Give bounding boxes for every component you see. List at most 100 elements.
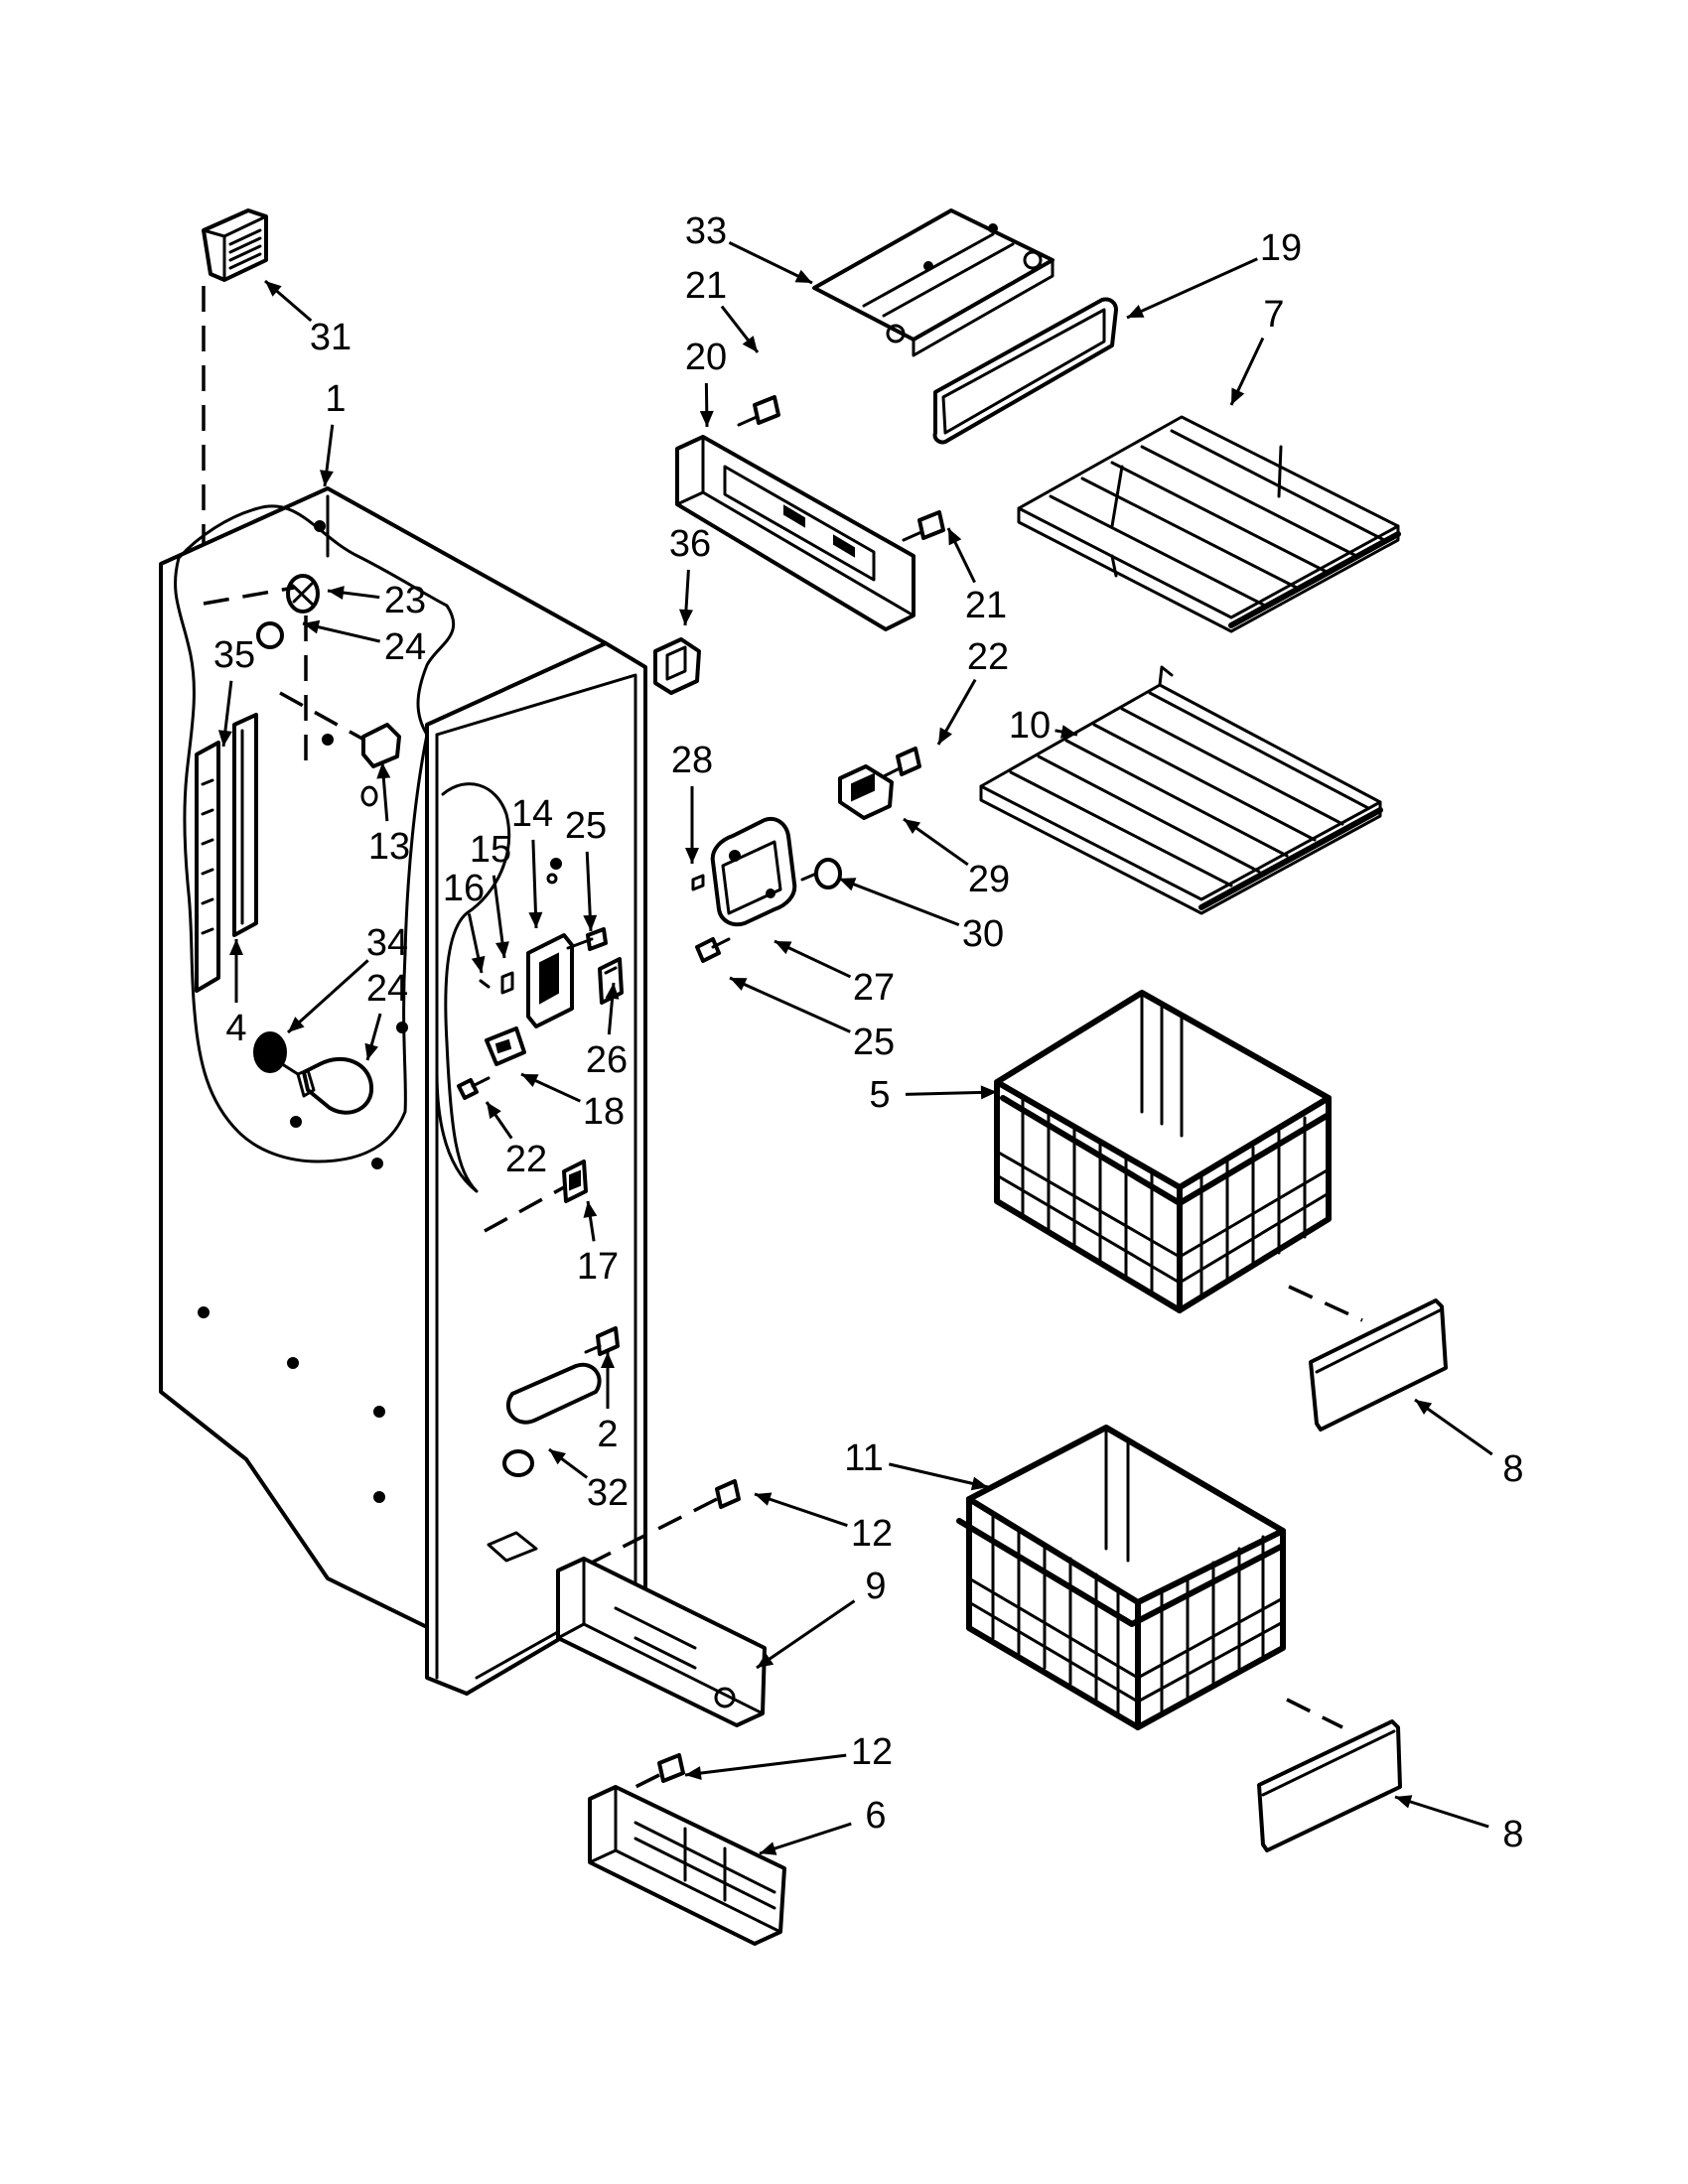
- arrowhead-c11: [970, 1476, 988, 1491]
- callout-label-c18: 18: [583, 1091, 625, 1133]
- arrowhead-c7: [1231, 387, 1245, 405]
- arrowhead-c31: [265, 281, 282, 297]
- part-12-screw-lower: [657, 1753, 685, 1783]
- part-27-cover-plate: [710, 817, 797, 927]
- leader-line-c19: [1126, 257, 1258, 320]
- part-18-bracket: [485, 1026, 526, 1066]
- callout-c28: 28: [671, 740, 713, 864]
- part-22-screw-left: [457, 1076, 491, 1100]
- arrowhead-c2: [601, 1352, 615, 1368]
- arrowhead-c22b: [487, 1102, 501, 1120]
- arrowhead-c17: [583, 1201, 598, 1218]
- callout-c34: 34: [286, 922, 408, 1034]
- callout-label-c27: 27: [853, 967, 895, 1009]
- callout-label-c28: 28: [671, 740, 713, 781]
- part-21-screw-upper: [737, 395, 780, 427]
- callout-label-c12b: 12: [851, 1731, 893, 1773]
- arrowhead-c10: [1060, 725, 1077, 739]
- arrowhead-c19: [1127, 305, 1145, 318]
- callout-label-c10: 10: [1009, 705, 1051, 747]
- callout-label-c5: 5: [869, 1074, 890, 1116]
- arrowhead-c13: [376, 762, 391, 779]
- callout-label-c7: 7: [1263, 294, 1284, 336]
- arrowhead-c24a: [303, 619, 321, 634]
- leader-line-c9: [756, 1599, 856, 1670]
- callout-label-c6: 6: [865, 1795, 886, 1837]
- callout-c8b: 8: [1394, 1795, 1524, 1855]
- callout-label-c36: 36: [669, 523, 711, 565]
- part-6-bottom-trim: [588, 1785, 786, 1946]
- part-35-light-track: [195, 741, 220, 993]
- arrowhead-c21a: [742, 336, 758, 352]
- leader-line-c8b: [1394, 1795, 1489, 1829]
- callout-label-c17: 17: [577, 1246, 619, 1288]
- arrowhead-c23: [328, 586, 345, 600]
- callout-c19: 19: [1126, 227, 1302, 320]
- callout-c27: 27: [774, 939, 895, 1009]
- basket-5-dashed-guide: [1288, 1285, 1363, 1322]
- arrowhead-c5: [980, 1085, 997, 1100]
- callout-label-c8b: 8: [1502, 1814, 1523, 1855]
- part-8-lower-front-panel: [1257, 1719, 1402, 1852]
- socket-dashed-guide: [203, 586, 295, 606]
- leader-line-c6: [759, 1822, 852, 1855]
- callout-layer: 1245678891011121213141516171819202121222…: [213, 210, 1524, 1855]
- arrowhead-c12a: [755, 1492, 773, 1506]
- callout-c35: 35: [213, 634, 255, 748]
- part-11-lower-basket: [956, 1425, 1286, 1730]
- part-16-wire: [479, 979, 491, 989]
- arrowhead-c25a: [583, 914, 598, 931]
- arrowhead-c20: [699, 410, 714, 427]
- part-34-socket: [253, 1031, 300, 1076]
- callout-label-c2: 2: [597, 1414, 618, 1455]
- callout-label-c33: 33: [685, 210, 727, 252]
- callout-label-c1: 1: [325, 378, 346, 420]
- callout-c33: 33: [685, 210, 813, 285]
- leader-line-c12b: [684, 1753, 847, 1777]
- callout-label-c25a: 25: [565, 805, 607, 847]
- callout-label-c30: 30: [962, 913, 1004, 955]
- part-23-socket: [286, 574, 320, 614]
- callout-c7: 7: [1229, 294, 1285, 406]
- callout-label-c4: 4: [225, 1008, 246, 1049]
- callout-c22a: 22: [936, 636, 1009, 746]
- callout-label-c31: 31: [310, 317, 352, 358]
- switch-dashed-guide: [484, 1185, 565, 1233]
- callout-label-c22b: 22: [505, 1139, 547, 1180]
- part-24-bulb-top: [256, 621, 284, 649]
- arrowhead-c30: [839, 878, 857, 891]
- callout-c17: 17: [577, 1200, 619, 1288]
- arrowhead-c18: [521, 1074, 539, 1087]
- part-15-sensor: [500, 971, 514, 995]
- callout-c9: 9: [756, 1566, 887, 1670]
- callout-c23: 23: [327, 580, 426, 621]
- part-33-hinge-cover: [812, 208, 1055, 357]
- arrowhead-c16: [471, 955, 486, 973]
- arrowhead-c33: [794, 269, 812, 283]
- basket-11-dashed-guide: [1286, 1698, 1343, 1729]
- arrowhead-c29: [904, 819, 921, 834]
- callout-c30: 30: [838, 877, 1004, 955]
- drain-trough: [487, 1531, 538, 1563]
- callout-label-c21a: 21: [685, 265, 727, 307]
- callout-c25a: 25: [565, 805, 607, 932]
- callout-c12a: 12: [754, 1492, 893, 1555]
- callout-c4: 4: [225, 939, 247, 1049]
- part-10-wire-shelf: [979, 665, 1383, 915]
- cabinet-rivet-holes: [198, 520, 562, 1503]
- callout-label-c12a: 12: [851, 1513, 893, 1555]
- part-2-screw: [584, 1326, 620, 1356]
- callout-c8a: 8: [1414, 1398, 1524, 1490]
- leader-line-c34: [286, 959, 369, 1034]
- callout-c5: 5: [869, 1074, 998, 1116]
- part-7-wire-shelf: [1017, 415, 1401, 633]
- callout-c14: 14: [511, 793, 553, 929]
- part-19-shelf-panel: [932, 297, 1118, 445]
- callout-c21b: 21: [946, 527, 1007, 626]
- arrowhead-c22a: [938, 727, 952, 745]
- arrowhead-c14: [528, 911, 543, 928]
- callout-c11: 11: [844, 1437, 989, 1491]
- callout-c26: 26: [586, 982, 628, 1081]
- leader-line-c11: [888, 1462, 989, 1489]
